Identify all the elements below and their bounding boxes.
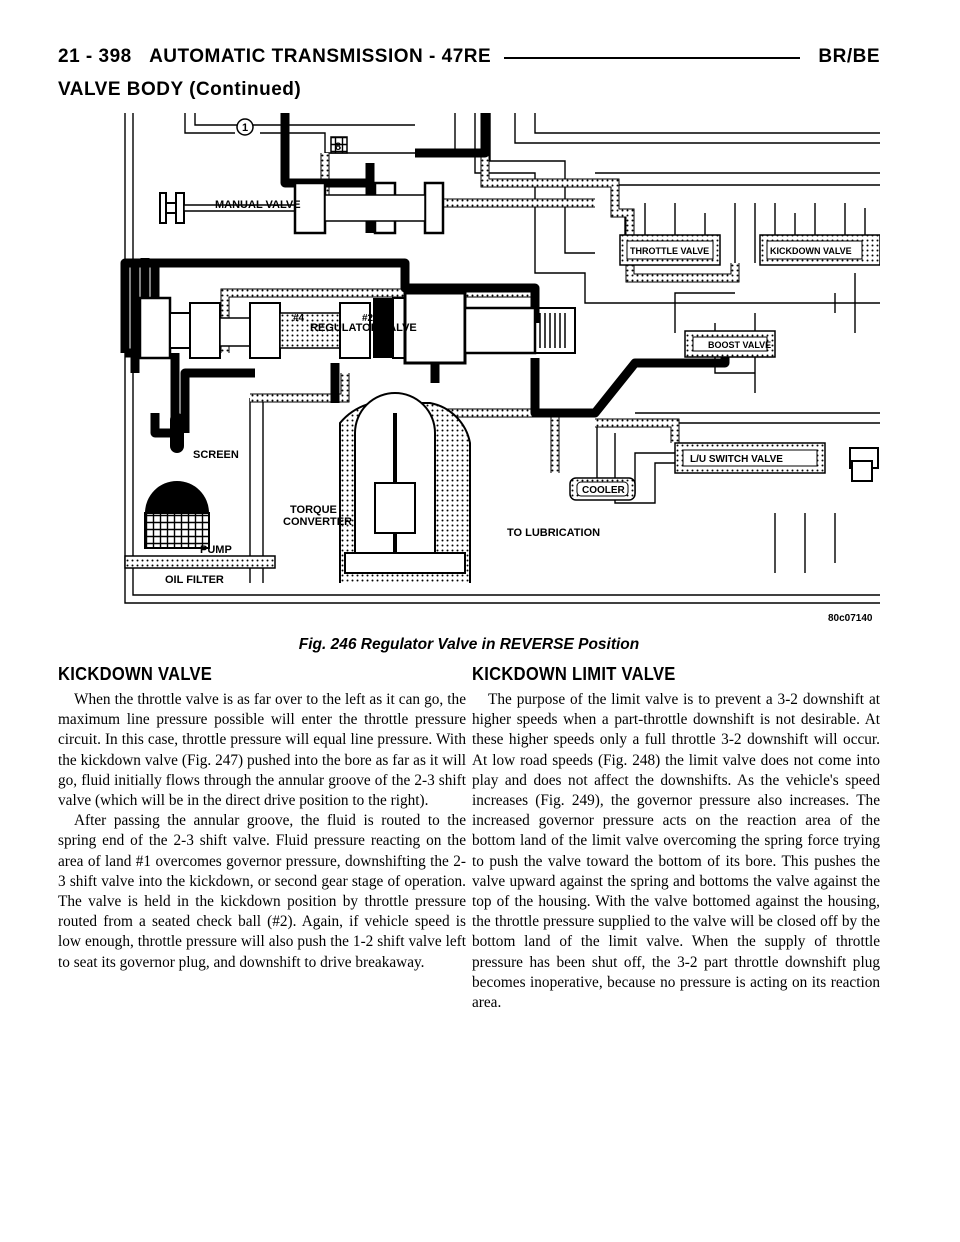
kickdown-valve: KICKDOWN VALVE bbox=[759, 234, 880, 266]
marker-box-8: 8 bbox=[330, 136, 348, 154]
throttle-valve: THROTTLE VALVE bbox=[619, 234, 721, 266]
label-kickdown-valve: KICKDOWN VALVE bbox=[770, 246, 852, 256]
label-ball-4: #4 bbox=[293, 313, 305, 324]
kickdown-valve-paragraph-2: After passing the annular groove, the fl… bbox=[58, 812, 466, 971]
kickdown-limit-valve-paragraph-1: The purpose of the limit valve is to pre… bbox=[472, 691, 880, 1012]
model-code: BR/BE bbox=[818, 46, 880, 67]
kickdown-valve-paragraph-1: When the throttle valve is as far over t… bbox=[58, 691, 466, 810]
label-to-lubrication: TO LUBRICATION bbox=[507, 527, 600, 539]
manual-valve: MANUAL VALVE bbox=[159, 181, 445, 235]
page-header: 21 - 398 AUTOMATIC TRANSMISSION - 47RE B… bbox=[58, 46, 880, 72]
lu-switch-valve: L/U SWITCH VALVE bbox=[674, 442, 879, 474]
label-torque-converter-2: CONVERTER bbox=[283, 516, 352, 528]
pump-assembly: SCREEN PUMP OIL FILTER bbox=[124, 413, 276, 586]
label-screen: SCREEN bbox=[193, 449, 239, 461]
header-rule bbox=[504, 57, 800, 59]
label-ball-2: #2 bbox=[362, 313, 374, 324]
hydraulic-diagram: MANUAL VALVE 1 8 THROTTLE VALVE KICKDOWN… bbox=[115, 113, 880, 628]
cooler: COOLER TO LUBRICATION bbox=[507, 477, 636, 539]
label-torque-converter-1: TORQUE bbox=[290, 504, 337, 516]
label-boost-valve: BOOST VALVE bbox=[708, 340, 771, 350]
torque-converter: TORQUE CONVERTER bbox=[283, 392, 471, 583]
label-box-8: 8 bbox=[335, 141, 341, 153]
kickdown-limit-valve-section: KICKDOWN LIMIT VALVE The purpose of the … bbox=[472, 664, 880, 1013]
regulator-valve: #4 #2 REGULATOR VALVE bbox=[138, 291, 576, 365]
figure-caption: Fig. 246 Regulator Valve in REVERSE Posi… bbox=[298, 636, 640, 653]
label-circle-1: 1 bbox=[242, 122, 248, 134]
kickdown-valve-section: KICKDOWN VALVE When the throttle valve i… bbox=[58, 664, 466, 973]
label-lu-switch-valve: L/U SWITCH VALVE bbox=[690, 454, 783, 465]
label-cooler: COOLER bbox=[582, 485, 626, 496]
label-manual-valve: MANUAL VALVE bbox=[215, 199, 301, 211]
marker-circle-1: 1 bbox=[236, 118, 254, 136]
section-title: VALVE BODY (Continued) bbox=[58, 79, 302, 100]
kickdown-valve-heading: KICKDOWN VALVE bbox=[58, 664, 213, 684]
kickdown-limit-valve-heading: KICKDOWN LIMIT VALVE bbox=[472, 664, 676, 684]
boost-valve: BOOST VALVE bbox=[684, 330, 776, 358]
label-regulator-valve: REGULATOR VALVE bbox=[310, 322, 417, 334]
line-pressure-circuits bbox=[120, 113, 730, 438]
label-pump: PUMP bbox=[200, 544, 232, 556]
label-throttle-valve: THROTTLE VALVE bbox=[630, 246, 709, 256]
chapter-title: AUTOMATIC TRANSMISSION - 47RE bbox=[149, 46, 492, 67]
page-number: 21 - 398 AUTOMATIC TRANSMISSION - 47RE bbox=[58, 46, 492, 67]
figure-code: 80c07140 bbox=[828, 613, 873, 624]
label-oil-filter: OIL FILTER bbox=[165, 574, 224, 586]
